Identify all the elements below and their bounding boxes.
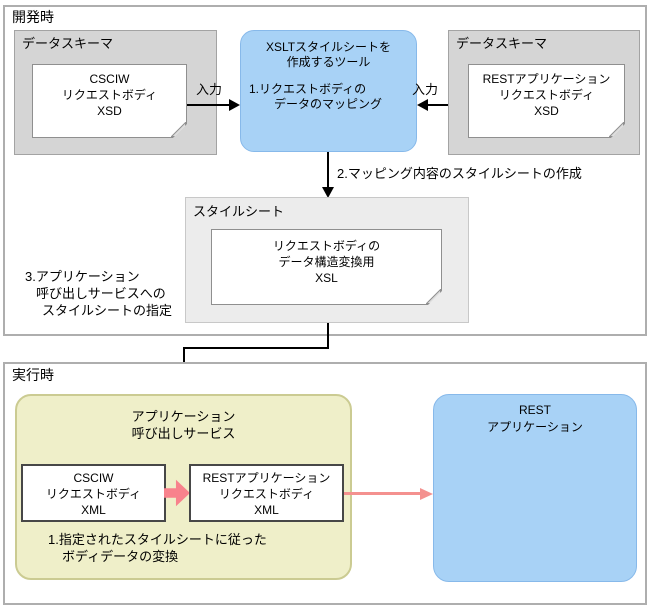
doc-line: XSD	[534, 104, 559, 118]
step2-arrow-line	[327, 152, 329, 188]
connector-seg-down-icon	[327, 323, 329, 349]
doc-line: リクエストボディ	[218, 487, 315, 501]
input-arrow-right-head-icon	[417, 99, 428, 111]
tool-title: XSLTスタイルシートを 作成するツール	[265, 40, 392, 69]
input-arrow-left-head-icon	[229, 99, 240, 111]
document-csciw-xsd: CSCIW リクエストボディ XSD	[32, 64, 187, 138]
rest-app-title: REST アプリケーション	[487, 403, 583, 434]
input-label-left: 入力	[196, 82, 223, 97]
document-csciw-xml: CSCIW リクエストボディ XML	[21, 464, 166, 522]
stylesheet-label: スタイルシート	[193, 204, 285, 219]
request-flow-arrow-head-icon	[420, 488, 433, 500]
doc-line: XSL	[315, 271, 338, 285]
doc-line: リクエストボディ	[45, 487, 142, 501]
document-rest-xsd: RESTアプリケーション リクエストボディ XSD	[468, 64, 625, 138]
input-label-right: 入力	[412, 82, 439, 97]
tool-step-mapping: 1.リクエストボディの データのマッピング	[249, 82, 383, 111]
doc-line: CSCIW	[89, 72, 130, 86]
doc-line: データ構造変換用	[278, 255, 375, 269]
doc-line: リクエストボディ	[498, 88, 595, 102]
dev-section-label: 開発時	[12, 9, 54, 25]
exec-section-label: 実行時	[12, 367, 54, 383]
doc-line: RESTアプリケーション	[482, 72, 611, 86]
step2-label: 2.マッピング内容のスタイルシートの作成	[337, 166, 582, 181]
document-xsl: リクエストボディの データ構造変換用 XSL	[211, 229, 442, 305]
step2-arrow-head-icon	[322, 187, 334, 198]
doc-line: CSCIW	[73, 471, 114, 485]
doc-line: XML	[254, 503, 279, 517]
doc-line: リクエストボディの	[272, 239, 381, 253]
doc-line: XSD	[97, 104, 122, 118]
step3-note: 3.アプリケーション 呼び出しサービスへの スタイルシートの指定	[25, 269, 173, 318]
connector-seg-left-icon	[183, 347, 329, 349]
service-title: アプリケーション 呼び出しサービス	[131, 409, 236, 441]
request-flow-arrow-line	[344, 492, 421, 495]
schema-label-right: データスキーマ	[456, 36, 548, 51]
document-rest-xml: RESTアプリケーション リクエストボディ XML	[189, 464, 344, 522]
rest-app-box: REST アプリケーション	[433, 394, 637, 582]
doc-line: RESTアプリケーション	[202, 471, 331, 485]
doc-line: XML	[81, 503, 106, 517]
doc-line: リクエストボディ	[61, 88, 158, 102]
input-arrow-left-line	[187, 104, 230, 106]
schema-label-left: データスキーマ	[22, 36, 114, 51]
step1-note: 1.指定されたスタイルシートに従った ボディデータの変換	[48, 532, 267, 564]
xslt-tool-box: XSLTスタイルシートを 作成するツール 1.リクエストボディの データのマッピ…	[240, 30, 417, 152]
